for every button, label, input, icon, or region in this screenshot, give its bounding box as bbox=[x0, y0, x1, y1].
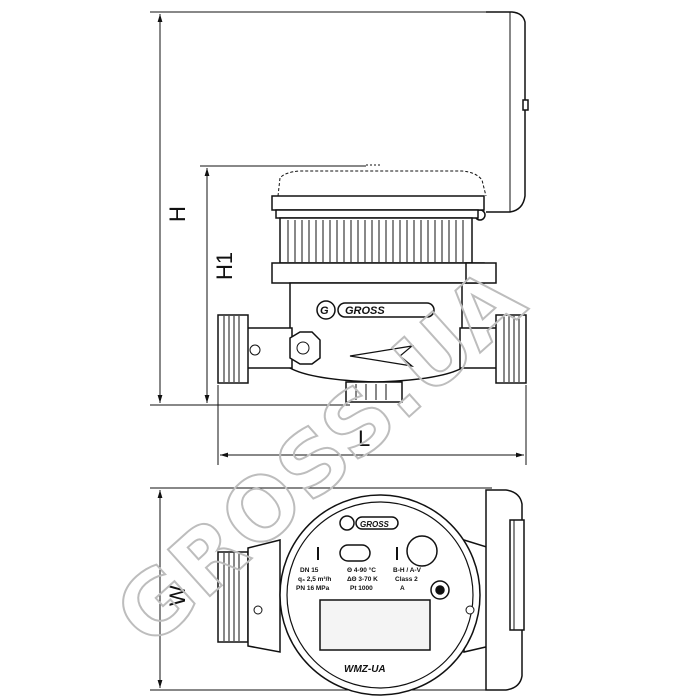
spec-class: Class 2 bbox=[395, 576, 418, 583]
lid-dashed-outline bbox=[277, 170, 487, 197]
dim-label-H1: H1 bbox=[212, 252, 237, 280]
top-view bbox=[217, 489, 525, 696]
brand-name-side: GROSS bbox=[345, 305, 385, 317]
optical-port-icon bbox=[406, 535, 438, 567]
dim-label-H: H bbox=[165, 206, 190, 222]
dim-label-L: L bbox=[358, 426, 370, 451]
spec-pressure: PN 16 MPa bbox=[296, 585, 330, 592]
flow-arrow-icon bbox=[349, 345, 415, 367]
spec-env: A bbox=[400, 585, 405, 592]
upper-ring bbox=[271, 195, 485, 211]
side-view: G bbox=[217, 11, 529, 403]
lcd-display bbox=[319, 599, 431, 651]
dial-spec-labels: DN 15 q₃ 2,5 m³/h PN 16 MPa Θ 4-90 °C ΔΘ… bbox=[296, 566, 422, 592]
ribbed-body bbox=[279, 217, 473, 264]
spec-install: B-H / A-V bbox=[393, 567, 422, 574]
dim-label-W: W bbox=[165, 585, 190, 606]
spec-temp: Θ 4-90 °C bbox=[347, 566, 376, 574]
svg-text:G: G bbox=[320, 305, 329, 317]
spec-delta-temp: ΔΘ 3-70 K bbox=[347, 576, 378, 583]
brand-logo-side: G bbox=[316, 300, 435, 320]
spec-sensor: Pt 1000 bbox=[350, 585, 373, 592]
dial-model-label: WMZ-UA bbox=[344, 664, 386, 675]
spec-dn: DN 15 bbox=[300, 567, 319, 574]
dimension-lines bbox=[150, 11, 527, 691]
side-lid-top-view bbox=[485, 489, 525, 691]
brand-name-dial: GROSS bbox=[360, 520, 390, 529]
spec-flow: q₃ 2,5 m³/h bbox=[298, 576, 331, 583]
hinged-lid bbox=[474, 11, 529, 221]
